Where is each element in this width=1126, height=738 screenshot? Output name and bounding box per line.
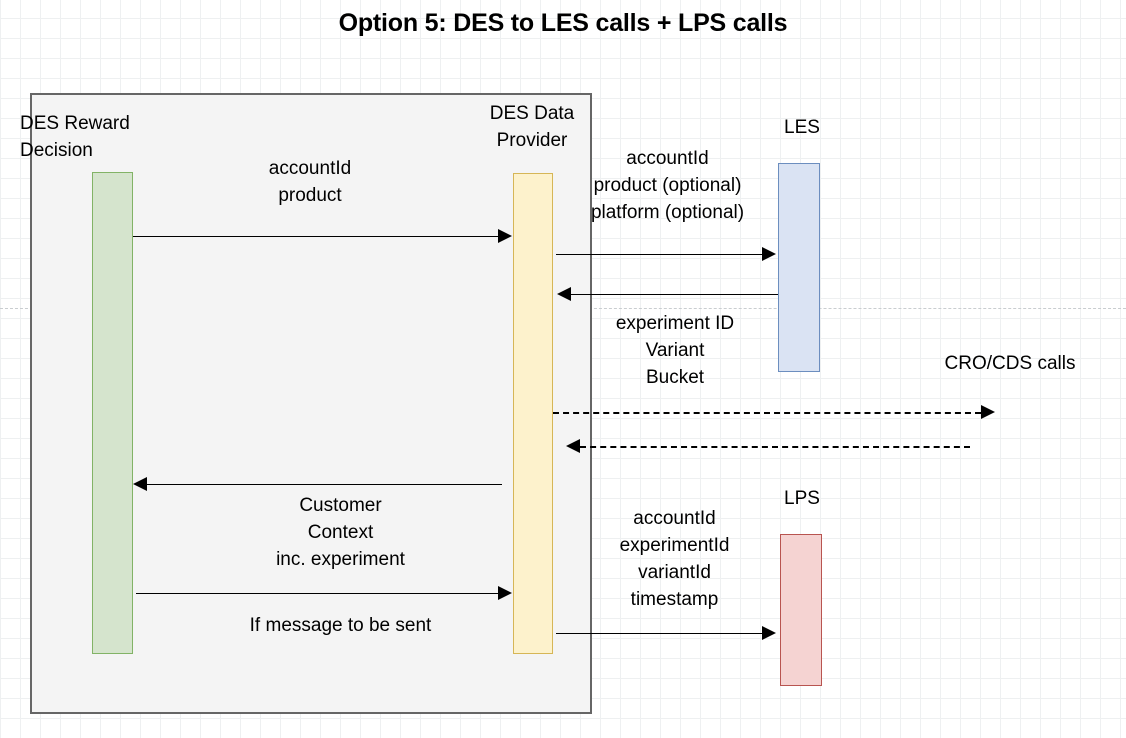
participant-label-des-reward-decision: DES Reward Decision [20, 110, 205, 164]
arrow-line-msg1 [133, 236, 498, 237]
arrow-line-msg2 [556, 254, 762, 255]
label-line-2: Decision [20, 140, 93, 161]
message-line-1: accountId [633, 508, 716, 529]
lifeline-bar-des-reward-decision[interactable] [92, 172, 133, 654]
arrow-line-msg4-cro-request [553, 412, 981, 414]
lifeline-bar-lps[interactable] [780, 534, 822, 686]
message-line-3: variantId [638, 562, 711, 583]
message-line-4: timestamp [630, 589, 719, 610]
arrow-head-msg1 [498, 229, 512, 243]
message-label-les-response: experiment ID Variant Bucket [570, 310, 780, 391]
participant-label-les: LES [784, 117, 820, 138]
arrow-line-msg7 [136, 593, 498, 594]
external-label-cro-cds: CRO/CDS calls [944, 353, 1076, 374]
message-label-accountid-product: accountId product [185, 155, 435, 209]
lifeline-bar-les[interactable] [778, 163, 820, 372]
message-line-2: product (optional) [593, 175, 742, 196]
arrow-head-msg8 [762, 626, 776, 640]
message-label-lps-payload: accountId experimentId variantId timesta… [572, 505, 777, 613]
message-line-2: product [278, 185, 342, 206]
page-title: Option 5: DES to LES calls + LPS calls [338, 9, 788, 37]
message-line-1: experiment ID [615, 313, 735, 334]
message-line-3: Bucket [645, 367, 705, 388]
message-line-3: platform (optional) [590, 202, 745, 223]
participant-label-lps: LPS [784, 488, 820, 509]
message-line-2: Context [307, 522, 374, 543]
participant-label-des-data-provider: DES Data Provider [437, 100, 627, 154]
message-line-1: Customer [299, 495, 382, 516]
message-line-1: accountId [626, 148, 709, 169]
arrow-line-msg8 [556, 633, 762, 634]
arrow-head-msg7 [498, 586, 512, 600]
arrow-head-msg2 [762, 247, 776, 261]
arrow-line-msg5-cro-response [580, 446, 970, 448]
message-line-2: experimentId [619, 535, 730, 556]
message-label-customer-context: Customer Context inc. experiment [218, 492, 463, 573]
label-line-1: DES Data [489, 103, 575, 124]
label-line-2: Provider [496, 130, 568, 151]
message-line-3: inc. experiment [276, 549, 405, 570]
arrow-head-msg3 [557, 287, 571, 301]
arrow-head-msg5 [566, 439, 580, 453]
arrow-line-msg3 [571, 294, 778, 295]
message-label-les-request: accountId product (optional) platform (o… [560, 145, 775, 226]
arrow-line-msg6 [147, 484, 502, 485]
lifeline-bar-des-data-provider[interactable] [513, 173, 553, 654]
label-line-1: DES Reward [20, 113, 130, 134]
message-line-2: Variant [645, 340, 705, 361]
arrow-head-msg6 [133, 477, 147, 491]
message-line-1: accountId [268, 158, 352, 179]
message-label-if-message-to-be-sent: If message to be sent [249, 615, 432, 636]
arrow-head-msg4 [981, 405, 995, 419]
